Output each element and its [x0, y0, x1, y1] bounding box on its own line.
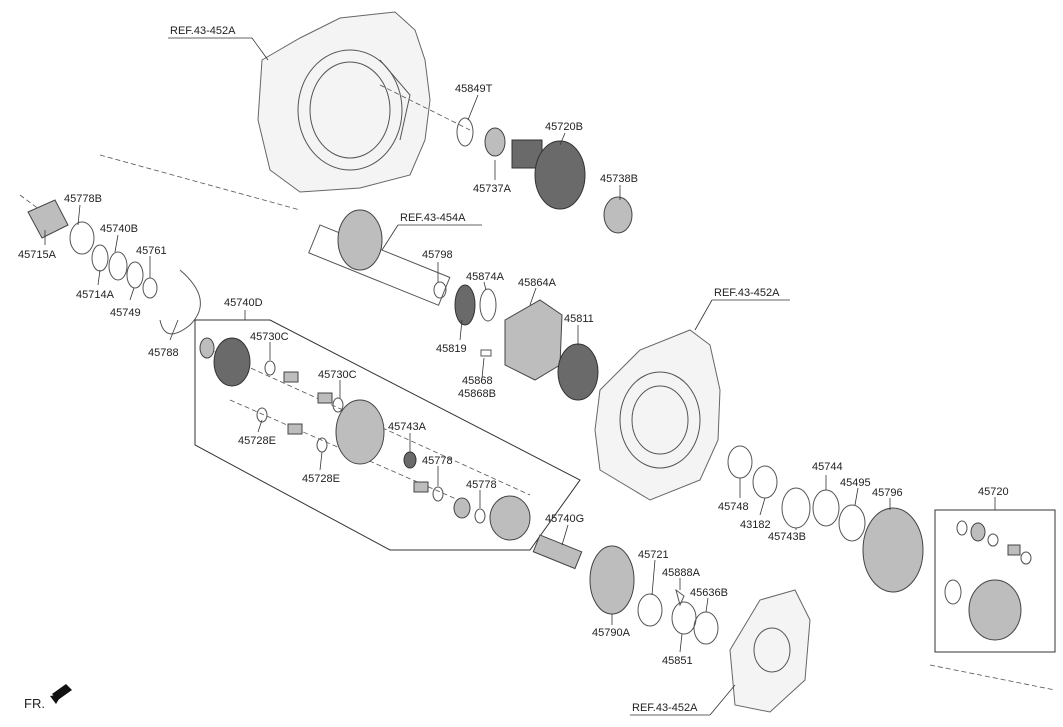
ref-label-shaft: REF.43-454A [400, 212, 466, 224]
part-label: 45740G [545, 513, 584, 525]
transmission-case-top [257, 11, 431, 193]
part-label: 45738B [600, 173, 638, 185]
transmission-case-middle [594, 329, 721, 501]
park-gear-cover [480, 299, 599, 401]
part-label: 45720 [978, 486, 1009, 498]
part-label: 45730C [250, 331, 289, 343]
part-label: 45849T [455, 83, 493, 95]
part-label: 45737A [473, 183, 512, 195]
part-label: 45864A [518, 277, 557, 289]
part-label: 45714A [76, 289, 115, 301]
ref-label-bottom-cover: REF.43-452A [632, 702, 698, 714]
part-label: 45761 [136, 245, 167, 257]
part-label: 45868B [458, 388, 496, 400]
part-label: 45788 [148, 347, 179, 359]
leader-lines [44, 94, 996, 653]
part-label: 45748 [718, 501, 749, 513]
shaft-assembly-45720B [456, 117, 633, 234]
part-label: 45730C [318, 369, 357, 381]
part-label: 45740D [224, 297, 263, 309]
part-label: 45743A [388, 421, 427, 433]
part-label: 43182 [740, 519, 771, 531]
part-label: 45798 [422, 249, 453, 261]
part-label: 45790A [592, 627, 631, 639]
bottom-middle-group [532, 534, 719, 645]
part-label: 45749 [110, 307, 141, 319]
part-label: 45868 [462, 375, 493, 387]
output-shaft [308, 209, 497, 326]
part-label: 45495 [840, 477, 871, 489]
part-label: 45744 [812, 461, 843, 473]
ref-label-top-case: REF.43-452A [170, 25, 236, 37]
part-label: 45778 [422, 455, 453, 467]
arrow-left-down-icon [50, 684, 72, 704]
part-label: 45819 [436, 343, 467, 355]
part-label: 45740B [100, 223, 138, 235]
part-label: 45721 [638, 549, 669, 561]
part-label: 45720B [545, 121, 583, 133]
part-label: 45715A [18, 249, 57, 261]
part-label: 45811 [564, 313, 594, 325]
carrier-assembly-45740D [199, 337, 531, 541]
part-label: 45636B [690, 587, 728, 599]
part-label: 45888A [662, 567, 701, 579]
right-ring-group [727, 445, 924, 593]
part-label: 45743B [768, 531, 806, 543]
part-label: 45874A [466, 271, 505, 283]
part-label: 45851 [662, 655, 693, 667]
front-label: FR. [24, 696, 45, 711]
part-label: 45796 [872, 487, 903, 499]
part-label: 45778 [466, 479, 497, 491]
transmission-cover-bottom [729, 589, 811, 713]
group-box-45720 [934, 509, 1056, 653]
left-shaft-group [27, 199, 201, 335]
assembly-45720 [944, 520, 1032, 641]
ref-label-middle-case: REF.43-452A [714, 287, 780, 299]
part-label: 45728E [238, 435, 276, 447]
part-label: 45728E [302, 473, 340, 485]
group-box-45740D [194, 319, 581, 551]
part-label: 45778B [64, 193, 102, 205]
